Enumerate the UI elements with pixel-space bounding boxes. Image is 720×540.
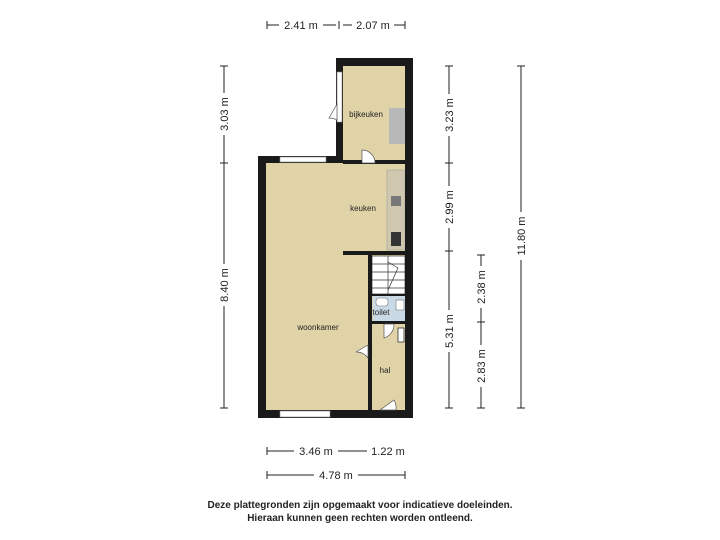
toilet-bowl bbox=[375, 297, 389, 307]
wall-stair-top bbox=[343, 251, 405, 255]
dimension-bottom: 3.46 m 1.22 m 4.78 m bbox=[266, 444, 409, 483]
room-label-toilet: toilet bbox=[373, 308, 391, 317]
dim-right-stair: 2.38 m bbox=[476, 270, 488, 304]
door-front bbox=[378, 399, 397, 411]
fixtures bbox=[375, 108, 406, 343]
staircase bbox=[371, 255, 406, 295]
wall-hal-left bbox=[368, 255, 372, 410]
dim-left-lower: 8.40 m bbox=[219, 268, 231, 302]
doors bbox=[328, 102, 397, 411]
disclaimer-line-1: Deze plattegronden zijn opgemaakt voor i… bbox=[207, 500, 513, 511]
room-label-hal: hal bbox=[380, 366, 391, 375]
dim-bottom-total: 4.78 m bbox=[319, 470, 353, 482]
dim-top-right: 2.07 m bbox=[356, 20, 390, 32]
door-kitchen-bijkeuken bbox=[361, 149, 376, 164]
dim-right-total: 11.80 m bbox=[516, 217, 528, 256]
dimension-top: 2.41 m 2.07 m bbox=[266, 17, 406, 32]
kitchen-stove bbox=[391, 232, 401, 246]
dim-right-hal: 2.83 m bbox=[476, 349, 488, 383]
dim-bottom-left: 3.46 m bbox=[299, 446, 333, 458]
wall-top-bijkeuken bbox=[336, 58, 413, 66]
kitchen-sink bbox=[391, 196, 401, 206]
dim-bottom-right: 1.22 m bbox=[371, 446, 405, 458]
wall-outer-bottom bbox=[258, 410, 413, 418]
dim-right-inner-top: 3.23 m bbox=[444, 98, 456, 132]
dim-top-left: 2.41 m bbox=[284, 20, 318, 32]
wall-toilet-bottom bbox=[372, 321, 405, 324]
disclaimer: Deze plattegronden zijn opgemaakt voor i… bbox=[0, 499, 720, 525]
wall-outer-right bbox=[405, 58, 413, 418]
windows bbox=[279, 71, 343, 418]
dim-left-upper: 3.03 m bbox=[219, 97, 231, 131]
toilet-washbasin bbox=[395, 299, 405, 311]
dimension-left: 3.03 m 8.40 m bbox=[217, 65, 231, 409]
dimension-right-inner: 3.23 m 2.99 m 5.31 m bbox=[442, 65, 456, 409]
room-labels: bijkeuken keuken woonkamer toilet hal bbox=[296, 110, 390, 375]
dim-right-inner-mid: 2.99 m bbox=[444, 190, 456, 224]
dimension-right-total: 11.80 m bbox=[514, 65, 528, 409]
room-label-keuken: keuken bbox=[350, 204, 376, 213]
wall-outer-left bbox=[258, 156, 266, 418]
wall-toilet-top bbox=[372, 294, 405, 296]
door-bijkeuken-outer bbox=[328, 102, 338, 121]
room-label-woonkamer: woonkamer bbox=[296, 323, 339, 332]
counter-bijkeuken bbox=[389, 108, 405, 144]
disclaimer-line-2: Hieraan kunnen geen rechten worden ontle… bbox=[247, 513, 473, 524]
door-woonkamer-hal bbox=[355, 344, 369, 360]
dim-right-inner-bottom: 5.31 m bbox=[444, 314, 456, 348]
meter-cabinet bbox=[397, 327, 405, 343]
door-toilet bbox=[383, 323, 395, 339]
room-label-bijkeuken: bijkeuken bbox=[349, 110, 383, 119]
dimension-right-stair: 2.38 m 2.83 m bbox=[474, 254, 488, 409]
